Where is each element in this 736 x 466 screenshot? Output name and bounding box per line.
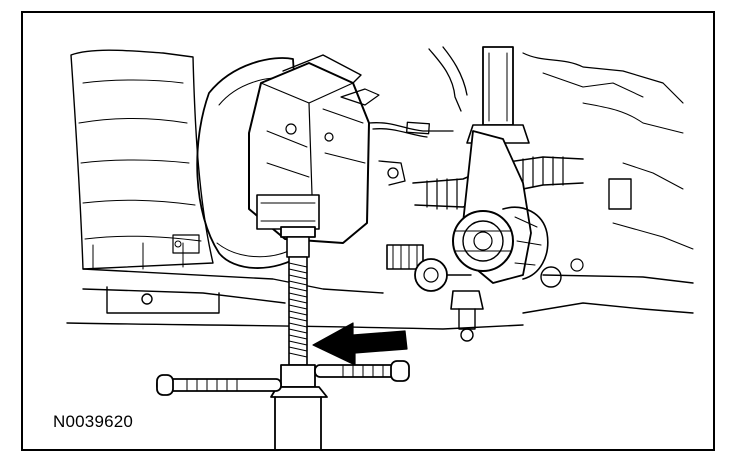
forcing-screw bbox=[270, 226, 328, 449]
tool-t-handle bbox=[156, 360, 410, 396]
exploded-view-illustration bbox=[66, 46, 694, 449]
figure-reference-code: N0039620 bbox=[53, 412, 134, 431]
inner-fender bbox=[70, 49, 214, 270]
brake-caliper bbox=[248, 54, 380, 244]
figure-frame: N0039620 bbox=[21, 11, 715, 451]
tie-rod-end bbox=[386, 244, 484, 342]
subframe bbox=[66, 268, 694, 330]
brake-lines bbox=[368, 46, 468, 186]
arrow-left bbox=[312, 322, 408, 366]
steering-knuckle bbox=[452, 130, 584, 288]
